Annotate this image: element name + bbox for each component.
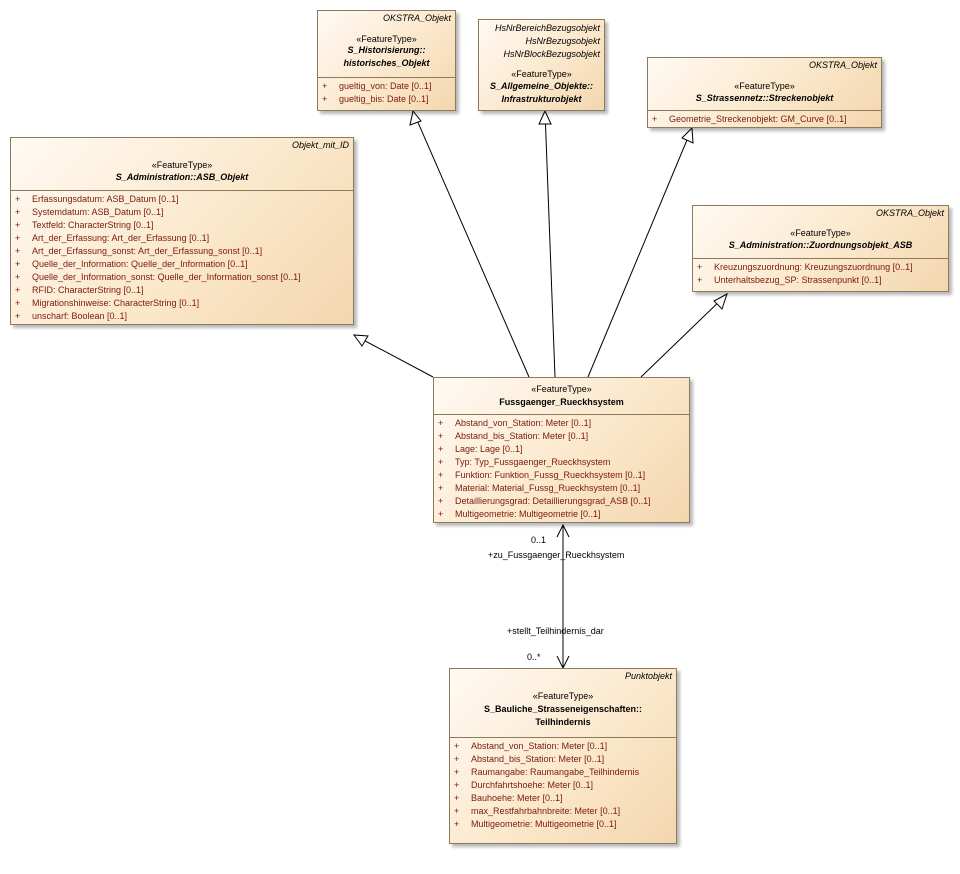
parent-name: OKSTRA_Objekt <box>808 60 877 70</box>
attribute: +Lage: Lage [0..1] <box>438 444 523 454</box>
parent-name: HsNrBlockBezugsobjekt <box>503 49 600 59</box>
class-name-line-1: S_Administration::Zuordnungsobjekt_ASB <box>728 240 913 250</box>
attribute-list: +Abstand_von_Station: Meter [0..1] +Abst… <box>450 738 676 831</box>
attribute: +Abstand_von_Station: Meter [0..1] <box>454 741 608 751</box>
multiplicity-upper: 0..1 <box>531 535 547 545</box>
class-streckenobjekt[interactable]: OKSTRA_Objekt «FeatureType» S_Strassenne… <box>647 57 882 128</box>
arrowhead-zuordnung <box>713 292 728 310</box>
class-teilhindernis[interactable]: Punktobjekt «FeatureType» S_Bauliche_Str… <box>449 668 677 844</box>
attribute: +Quelle_der_Information_sonst: Quelle_de… <box>15 272 301 282</box>
arrowhead-strecke <box>681 126 694 144</box>
attribute: +Textfeld: CharacterString [0..1] <box>15 220 154 230</box>
generalization-zuordnung <box>640 293 728 378</box>
attribute: +Systemdatum: ASB_Datum [0..1] <box>15 207 164 217</box>
attribute-list: +Geometrie_Streckenobjekt: GM_Curve [0..… <box>648 111 881 126</box>
parent-name: HsNrBezugsobjekt <box>525 36 600 46</box>
generalization-asb <box>353 334 434 378</box>
class-name-line-1: S_Bauliche_Strasseneigenschaften:: <box>483 704 643 714</box>
attribute: +Art_der_Erfassung: Art_der_Erfassung [0… <box>15 233 210 243</box>
attribute: +Unterhaltsbezug_SP: Strassenpunkt [0..1… <box>697 275 882 285</box>
class-name-line-1: S_Allgemeine_Objekte:: <box>489 81 594 91</box>
arrowhead-allgemeine <box>538 109 552 125</box>
attribute: +Raumangabe: Raumangabe_Teilhindernis <box>454 767 640 777</box>
role-upper: +zu_Fussgaenger_Rueckhsystem <box>488 550 625 560</box>
attribute: +gueltig_von: Date [0..1] <box>322 81 432 91</box>
class-name-line-1: Fussgaenger_Rueckhsystem <box>499 397 624 407</box>
attribute: +Bauhoehe: Meter [0..1] <box>454 793 563 803</box>
class-name-line-2: Infrastrukturobjekt <box>501 94 582 104</box>
attribute-list: +gueltig_von: Date [0..1] +gueltig_bis: … <box>318 78 455 106</box>
attribute: +Funktion: Funktion_Fussg_Rueckhsystem [… <box>438 470 646 480</box>
attribute: +Detaillierungsgrad: Detaillierungsgrad_… <box>438 496 651 506</box>
attribute-list: +Abstand_von_Station: Meter [0..1] +Abst… <box>434 415 689 521</box>
attribute-list: +Kreuzungszuordnung: Kreuzungszuordnung … <box>693 259 948 287</box>
arrowhead-historisiert <box>409 109 422 126</box>
attribute: +Abstand_bis_Station: Meter [0..1] <box>438 431 589 441</box>
class-name-line-1: S_Historisierung:: <box>347 45 426 55</box>
attribute: +Geometrie_Streckenobjekt: GM_Curve [0..… <box>652 114 847 124</box>
attribute: +Quelle_der_Information: Quelle_der_Info… <box>15 259 248 269</box>
role-lower: +stellt_Teilhindernis_dar <box>507 626 604 636</box>
attribute: +Typ: Typ_Fussgaenger_Rueckhsystem <box>438 457 611 467</box>
attribute: +Migrationshinweise: CharacterString [0.… <box>15 298 200 308</box>
stereotype: «FeatureType» <box>151 160 213 170</box>
class-zuordnungsobjekt-asb[interactable]: OKSTRA_Objekt «FeatureType» S_Administra… <box>692 205 949 292</box>
attribute: +unscharf: Boolean [0..1] <box>15 311 128 321</box>
class-name-line-1: S_Administration::ASB_Objekt <box>115 172 249 182</box>
generalization-strecke <box>587 127 693 378</box>
class-fussgaenger-rueckhsystem[interactable]: «FeatureType» Fussgaenger_Rueckhsystem +… <box>433 377 690 523</box>
parent-name: HsNrBereichBezugsobjekt <box>494 23 600 33</box>
parent-name: OKSTRA_Objekt <box>382 13 451 23</box>
parent-name: Punktobjekt <box>624 671 672 681</box>
attribute: +Material: Material_Fussg_Rueckhsystem [… <box>438 483 641 493</box>
class-name-line-2: historisches_Objekt <box>343 58 430 68</box>
attribute: +Durchfahrtshoehe: Meter [0..1] <box>454 780 594 790</box>
class-historisches-objekt[interactable]: OKSTRA_Objekt «FeatureType» S_Historisie… <box>317 10 456 111</box>
stereotype: «FeatureType» <box>532 691 594 701</box>
generalization-allgemeine <box>544 110 556 378</box>
stereotype: «FeatureType» <box>511 69 572 79</box>
attribute: +Abstand_von_Station: Meter [0..1] <box>438 418 592 428</box>
parent-name: OKSTRA_Objekt <box>875 208 944 218</box>
class-name-line-2: Teilhindernis <box>535 717 591 727</box>
attribute: +Multigeometrie: Multigeometrie [0..1] <box>438 509 601 519</box>
attribute: +gueltig_bis: Date [0..1] <box>322 94 429 104</box>
stereotype: «FeatureType» <box>790 228 851 238</box>
association-arrow-up <box>556 523 570 538</box>
multiplicity-lower: 0..* <box>527 652 541 662</box>
parent-name: Objekt_mit_ID <box>291 140 349 150</box>
class-name-line-1: S_Strassennetz::Streckenobjekt <box>695 93 834 103</box>
attribute: +Abstand_bis_Station: Meter [0..1] <box>454 754 605 764</box>
class-asb-objekt[interactable]: Objekt_mit_ID «FeatureType» S_Administra… <box>10 137 354 325</box>
attribute: +Erfassungsdatum: ASB_Datum [0..1] <box>15 194 179 204</box>
class-infrastrukturobjekt[interactable]: HsNrBereichBezugsobjekt HsNrBezugsobjekt… <box>478 19 605 111</box>
attribute: +max_Restfahrbahnbreite: Meter [0..1] <box>454 806 621 816</box>
attribute: +Kreuzungszuordnung: Kreuzungszuordnung … <box>697 262 913 272</box>
stereotype: «FeatureType» <box>734 81 795 91</box>
generalization-historisiert <box>412 110 530 378</box>
attribute: +RFID: CharacterString [0..1] <box>15 285 144 295</box>
stereotype: «FeatureType» <box>356 34 417 44</box>
arrowhead-asb <box>352 334 369 347</box>
attribute-list: +Erfassungsdatum: ASB_Datum [0..1] +Syst… <box>11 191 353 323</box>
attribute: +Art_der_Erfassung_sonst: Art_der_Erfass… <box>15 246 263 256</box>
stereotype: «FeatureType» <box>531 384 592 394</box>
attribute: +Multigeometrie: Multigeometrie [0..1] <box>454 819 617 829</box>
